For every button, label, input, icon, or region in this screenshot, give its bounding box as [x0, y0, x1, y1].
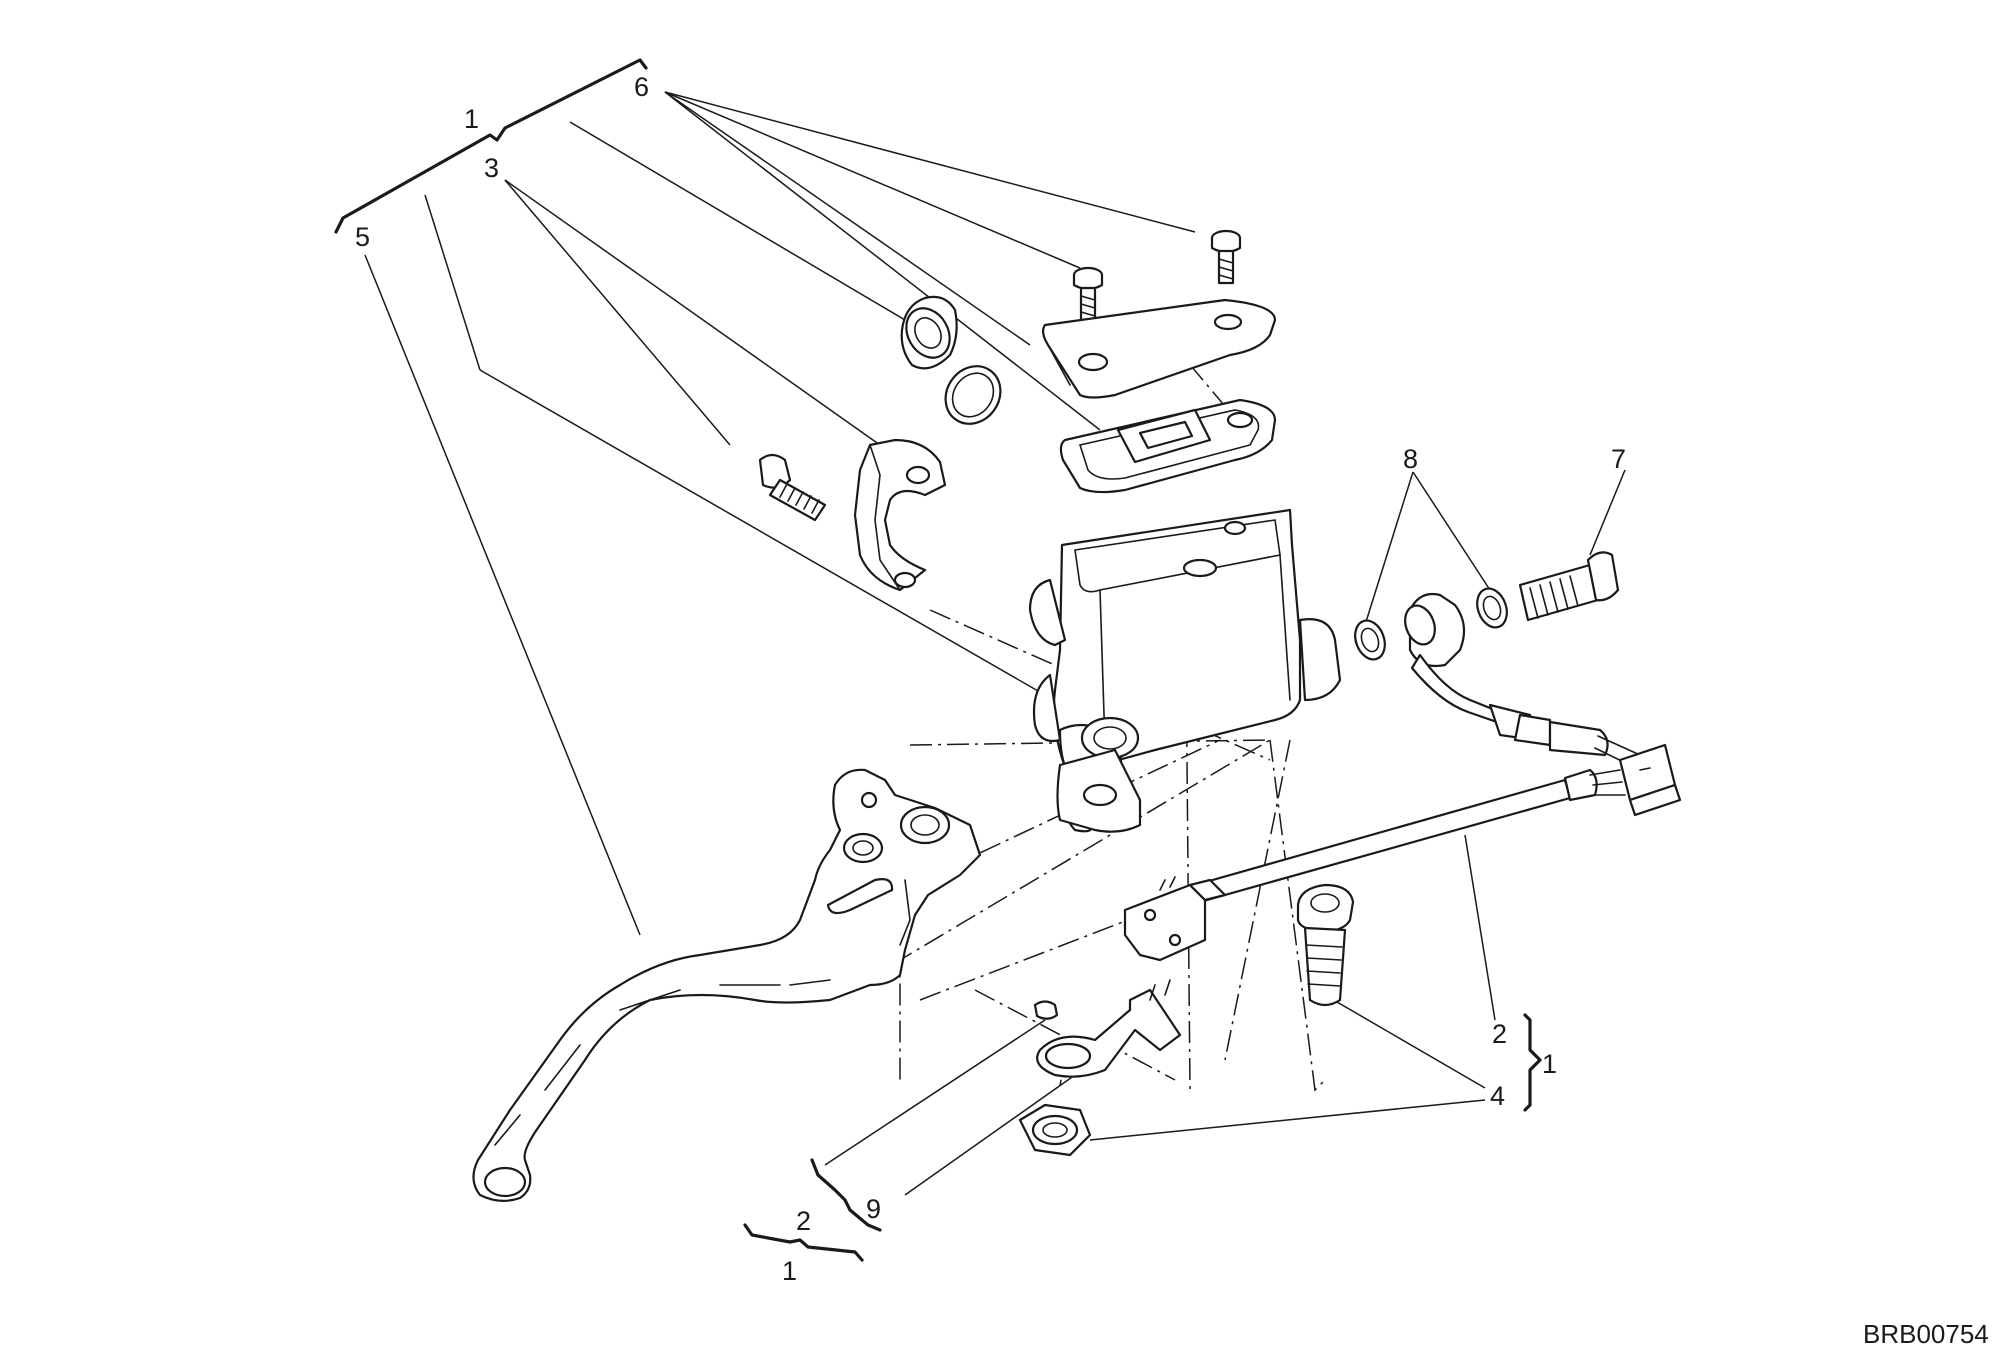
bracket-bottom-1	[743, 1223, 864, 1262]
callout-6: 6	[634, 72, 649, 102]
switch-cable	[1193, 768, 1626, 904]
cap-screw-right	[1210, 229, 1242, 285]
bracket-bottom-9	[810, 1158, 882, 1232]
callout-1-right: 1	[1542, 1049, 1557, 1079]
callout-1-bottom: 1	[782, 1256, 797, 1286]
bracket-top	[334, 58, 648, 234]
dust-boot	[900, 295, 958, 370]
callout-5: 5	[355, 222, 370, 252]
callout-4: 4	[1490, 1081, 1505, 1111]
callout-8: 8	[1403, 444, 1418, 474]
grouping-brackets	[334, 58, 1542, 1262]
callout-7: 7	[1611, 444, 1626, 474]
switch-bracket	[1036, 979, 1182, 1078]
clutch-lever	[472, 768, 982, 1202]
leader-lines	[364, 91, 1626, 1196]
callout-labels: 1 6 3 5 8 7 2 1 4 9 2 1	[355, 72, 1626, 1286]
callout-1-top: 1	[464, 104, 479, 134]
callout-2-right: 2	[1492, 1019, 1507, 1049]
clutch-switch	[1123, 876, 1227, 962]
pin	[1033, 1000, 1059, 1020]
reservoir-diaphragm	[1059, 398, 1277, 494]
banjo-fitting	[1404, 592, 1641, 771]
reservoir-cap	[1041, 298, 1277, 399]
clamp-screw	[758, 453, 827, 522]
callout-3: 3	[484, 153, 499, 183]
pivot-bolt	[1296, 883, 1355, 1007]
drawing-code: BRB00754	[1863, 1319, 1989, 1349]
cap-screw-left	[1072, 266, 1104, 322]
master-cylinder-body	[1028, 508, 1342, 833]
bracket-right	[1523, 1013, 1542, 1112]
callout-9: 9	[866, 1194, 881, 1224]
cable-connector	[1618, 743, 1682, 817]
handlebar-clamp	[853, 438, 947, 592]
washer-left	[1354, 619, 1386, 661]
washer-right	[1476, 587, 1508, 629]
banjo-bolt	[1518, 551, 1620, 622]
callout-2-bottom: 2	[796, 1206, 811, 1236]
lock-nut	[1018, 1103, 1092, 1157]
o-ring	[944, 365, 1002, 425]
